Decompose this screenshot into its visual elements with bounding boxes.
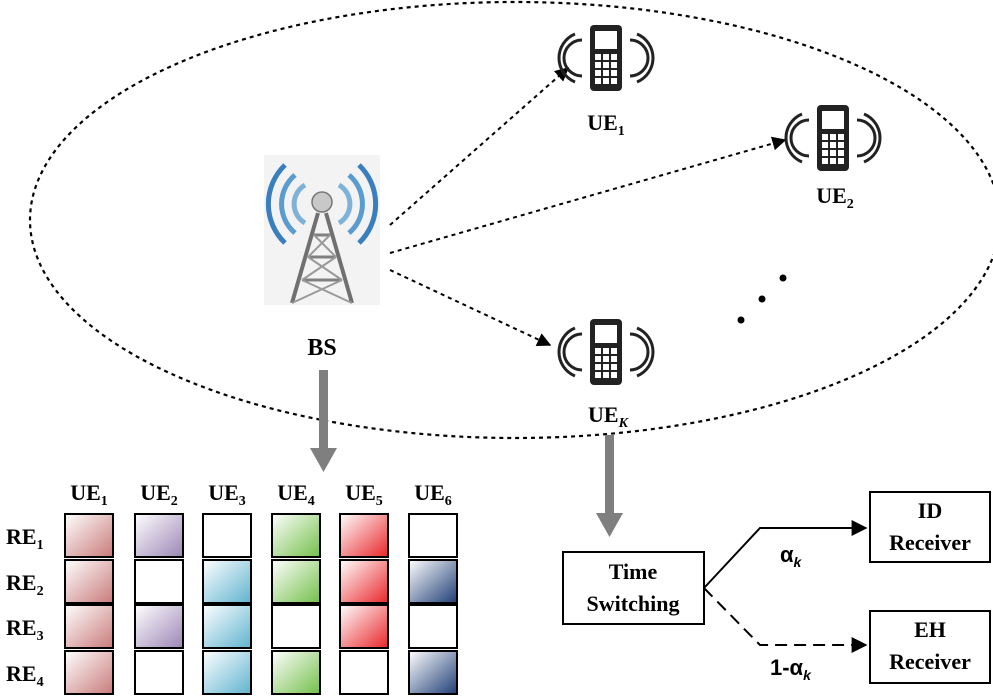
grid-cell-allocated <box>339 604 389 649</box>
ellipsis-dot <box>758 295 766 303</box>
grid-column-header: UE1 <box>70 480 108 509</box>
grid-cell-allocated <box>64 559 114 604</box>
grid-cell-allocated <box>339 559 389 604</box>
cell-coverage-ellipse <box>29 0 993 440</box>
grid-cell-empty <box>271 604 321 649</box>
eh-receiver-line2: Receiver <box>889 649 971 674</box>
eh-branch-line <box>703 587 868 653</box>
alpha-label: αk <box>780 542 803 570</box>
grid-cell-allocated <box>271 513 321 558</box>
grid-column-header: UE6 <box>414 480 452 509</box>
grid-cell-allocated <box>271 650 321 695</box>
grid-cell-empty <box>408 513 458 558</box>
link-arrow-uek <box>389 269 552 346</box>
grid-row-label: RE1 <box>6 524 44 553</box>
ue2-phone-icon <box>784 105 882 171</box>
id-branch-line <box>703 520 868 589</box>
link-arrow-ue1 <box>389 67 570 226</box>
grid-cell-allocated <box>64 604 114 649</box>
grid-cell-allocated <box>202 604 252 649</box>
time-switching-line2: Switching <box>587 591 680 616</box>
grid-cell-allocated <box>64 650 114 695</box>
grid-cell-allocated <box>408 559 458 604</box>
grid-cell-empty <box>202 513 252 558</box>
ue1-label: UE1 <box>587 110 625 139</box>
eh-receiver-box <box>869 610 991 684</box>
time-switching-box <box>562 551 705 625</box>
one-minus-alpha-label: 1-αk <box>770 655 812 683</box>
grid-cell-empty <box>408 604 458 649</box>
grid-row-label: RE4 <box>6 661 44 690</box>
id-receiver-line2: Receiver <box>889 530 971 555</box>
grid-row-label: RE3 <box>6 615 44 644</box>
ellipsis-dot <box>779 274 787 282</box>
grid-column-header: UE3 <box>208 480 246 509</box>
grid-cell-allocated <box>202 650 252 695</box>
grid-column-header: UE5 <box>345 480 383 509</box>
grid-column-header: UE4 <box>277 480 315 509</box>
base-station-tower-icon <box>264 155 380 305</box>
id-receiver-box <box>869 491 991 563</box>
ue1-phone-icon <box>557 25 655 91</box>
bs-to-grid-arrow <box>310 370 337 472</box>
grid-row-label: RE2 <box>6 570 44 599</box>
grid-cell-allocated <box>408 650 458 695</box>
uek-to-switch-arrow <box>596 435 623 537</box>
ue2-label: UE2 <box>816 183 854 212</box>
grid-column-header: UE2 <box>140 480 178 509</box>
uek-phone-icon <box>557 319 655 385</box>
grid-cell-empty <box>134 650 184 695</box>
link-arrow-ue2 <box>389 136 787 254</box>
grid-cell-allocated <box>134 604 184 649</box>
grid-cell-empty <box>134 559 184 604</box>
grid-cell-allocated <box>134 513 184 558</box>
uek-label: UEK <box>588 402 630 431</box>
bs-label: BS <box>307 335 336 361</box>
eh-receiver-line1: EH <box>914 617 946 642</box>
grid-cell-empty <box>339 650 389 695</box>
grid-cell-allocated <box>271 559 321 604</box>
grid-cell-allocated <box>202 559 252 604</box>
id-receiver-line1: ID <box>918 498 942 523</box>
ellipsis-dot <box>737 316 745 324</box>
grid-cell-allocated <box>339 513 389 558</box>
grid-cell-allocated <box>64 513 114 558</box>
time-switching-line1: Time <box>609 559 658 584</box>
